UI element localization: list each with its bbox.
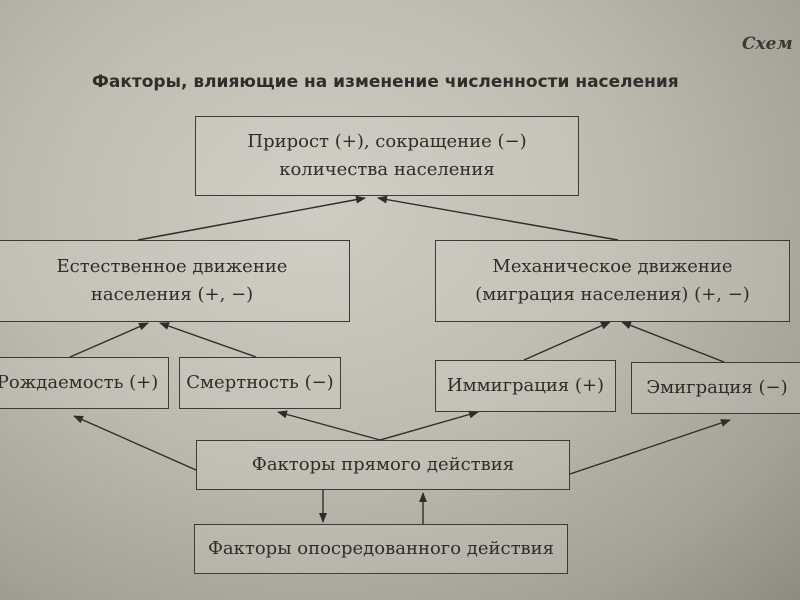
box-birth-rate: Рождаемость (+) xyxy=(0,357,169,409)
box-natural-movement: Естественное движение населения (+, −) xyxy=(0,240,350,322)
box-population-growth-line1: Прирост (+), сокращение (−) xyxy=(247,131,527,153)
box-death-rate: Смертность (−) xyxy=(179,357,341,409)
box-emigration-label: Эмиграция (−) xyxy=(646,377,788,399)
box-direct-factors: Факторы прямого действия xyxy=(196,440,570,490)
box-birth-rate-label: Рождаемость (+) xyxy=(0,372,159,394)
arrow-direct-to-emigration xyxy=(569,419,731,475)
box-immigration: Иммиграция (+) xyxy=(435,360,616,412)
box-direct-factors-label: Факторы прямого действия xyxy=(251,454,515,476)
box-mechanical-movement: Механическое движение (миграция населени… xyxy=(435,240,790,322)
box-immigration-label: Иммиграция (+) xyxy=(446,375,605,397)
arrow-direct-to-death xyxy=(277,410,381,441)
box-mechanical-movement-line2: (миграция населения) (+, −) xyxy=(475,284,750,305)
box-indirect-factors: Факторы опосредованного действия xyxy=(194,524,568,574)
arrow-natural-to-top xyxy=(137,195,366,241)
box-mechanical-movement-line1: Механическое движение xyxy=(492,256,733,278)
box-death-rate-label: Смертность (−) xyxy=(186,372,334,394)
arrow-birth-to-natural xyxy=(69,322,149,358)
box-indirect-factors-label: Факторы опосредованного действия xyxy=(207,538,555,560)
arrow-immigration-to-mechanical xyxy=(523,321,611,361)
box-population-growth: Прирост (+), сокращение (−) количества н… xyxy=(195,116,579,196)
arrow-death-to-natural xyxy=(159,322,257,358)
arrow-direct-to-birth xyxy=(73,415,197,471)
scheme-label: Схем xyxy=(742,34,793,54)
arrow-mechanical-to-top xyxy=(377,195,619,241)
box-emigration: Эмиграция (−) xyxy=(631,362,800,414)
box-natural-movement-line1: Естественное движение xyxy=(56,256,288,278)
diagram-title: Факторы, влияющие на изменение численнос… xyxy=(92,72,679,92)
box-natural-movement-line2: населения (+, −) xyxy=(90,284,254,305)
arrow-emigration-to-mechanical xyxy=(621,321,725,363)
arrow-direct-to-immigration xyxy=(379,410,479,441)
box-population-growth-line2: количества населения xyxy=(279,159,495,180)
